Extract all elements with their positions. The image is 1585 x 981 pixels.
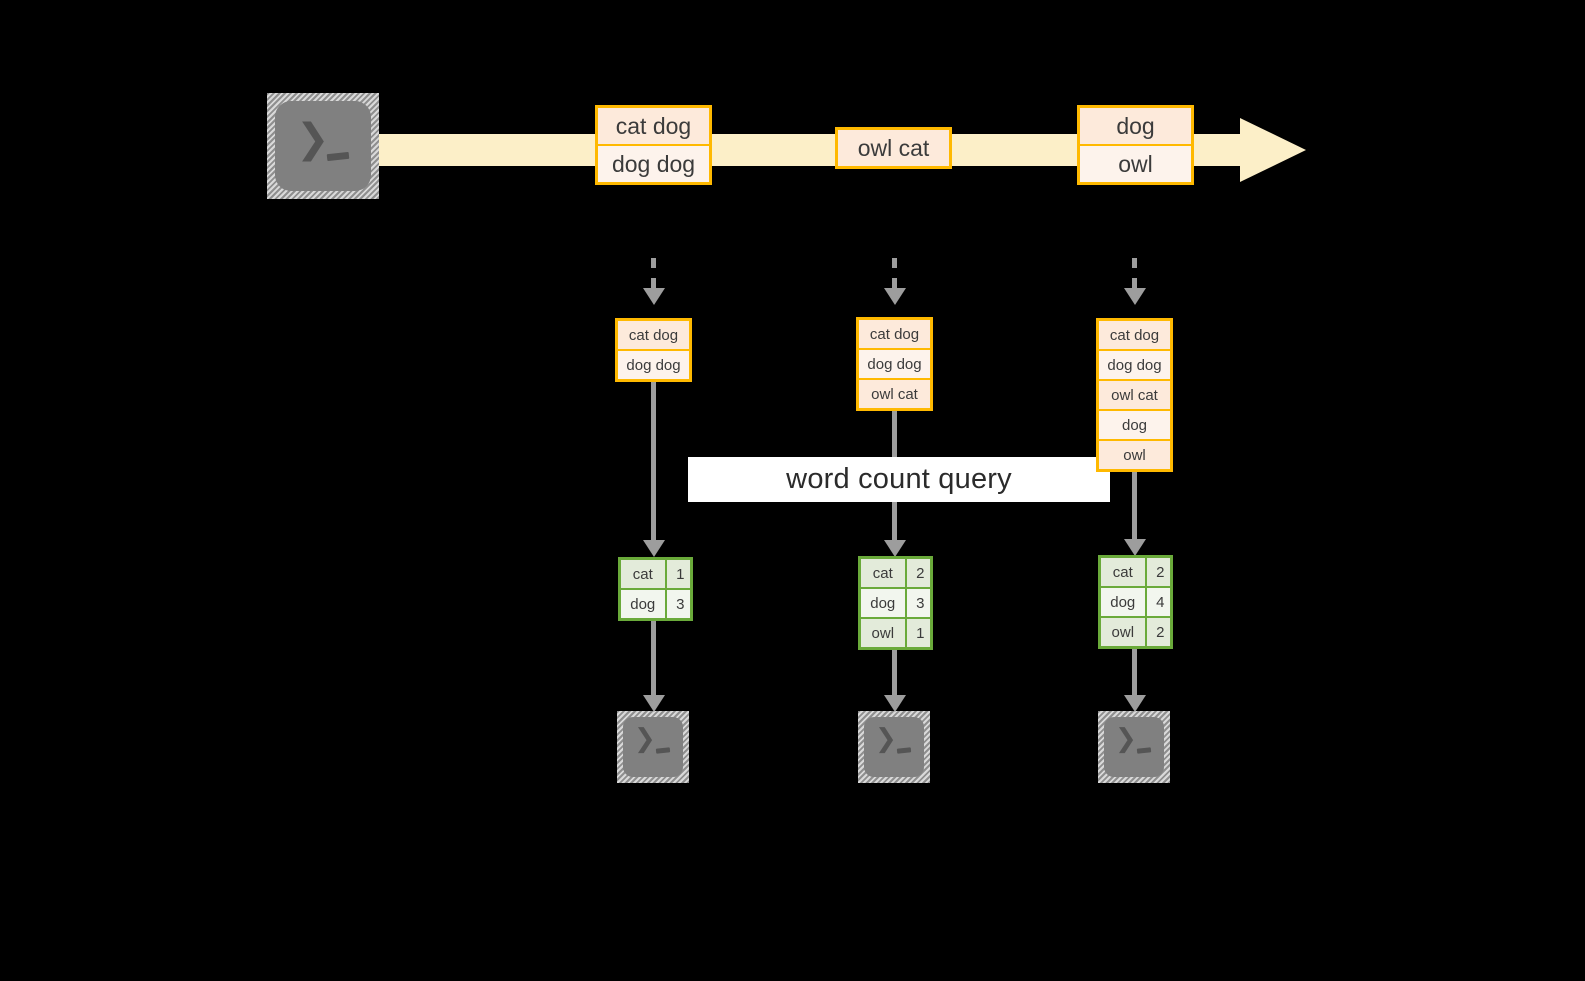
result-word: cat (621, 560, 665, 588)
stream-record-group[interactable]: owl cat (835, 127, 952, 169)
prompt-chevron-icon: ❯ (634, 724, 656, 754)
result-word: dog (861, 589, 905, 617)
record-line: owl cat (838, 130, 949, 166)
result-row: dog 4 (1101, 588, 1170, 616)
connector-line (651, 382, 656, 540)
result-row: owl 2 (1101, 618, 1170, 646)
result-row: cat 1 (621, 560, 690, 588)
snapshot-line: owl (1099, 441, 1170, 469)
result-to-sink-connector (872, 650, 917, 712)
connector-arrow-head (1123, 288, 1146, 305)
snapshot-line: dog dog (859, 350, 930, 378)
terminal-screen: ❯ (275, 101, 371, 191)
connector-line (892, 650, 897, 695)
stream-arrow-head (1240, 118, 1306, 182)
result-row: owl 1 (861, 619, 930, 647)
connector-line (892, 258, 897, 288)
result-count: 3 (666, 590, 690, 618)
result-count: 2 (1146, 558, 1170, 586)
terminal-screen: ❯ (864, 717, 924, 777)
prompt-cursor-icon (326, 151, 350, 162)
snapshot-line: owl cat (1099, 381, 1170, 409)
stream-record-group[interactable]: cat dog dog dog (595, 105, 712, 185)
terminal-screen: ❯ (623, 717, 683, 777)
stream-to-snapshot-connector (1112, 258, 1157, 305)
prompt-cursor-icon (1136, 747, 1152, 754)
snapshot-to-result-connector (1112, 472, 1157, 556)
result-count: 1 (666, 560, 690, 588)
result-row: dog 3 (861, 589, 930, 617)
result-word: cat (1101, 558, 1145, 586)
snapshot-stack[interactable]: cat dog dog dog owl cat dog owl (1096, 318, 1173, 472)
connector-arrow-head (883, 540, 906, 557)
snapshot-line: cat dog (859, 320, 930, 348)
record-line: cat dog (598, 108, 709, 144)
record-line: dog dog (598, 146, 709, 182)
record-line: owl (1080, 146, 1191, 182)
connector-line (651, 620, 656, 695)
snapshot-line: owl cat (859, 380, 930, 408)
query-label-band: word count query (688, 457, 1110, 502)
result-row: cat 2 (861, 559, 930, 587)
connector-line (1132, 649, 1137, 695)
result-count: 2 (1146, 618, 1170, 646)
result-row: dog 3 (621, 590, 690, 618)
snapshot-to-result-connector (631, 382, 676, 557)
result-word: dog (621, 590, 665, 618)
result-count: 3 (906, 589, 930, 617)
snapshot-line: dog dog (1099, 351, 1170, 379)
result-count: 1 (906, 619, 930, 647)
prompt-cursor-icon (896, 747, 912, 754)
prompt-cursor-icon (655, 747, 671, 754)
result-word: owl (861, 619, 905, 647)
result-word: dog (1101, 588, 1145, 616)
result-count: 2 (906, 559, 930, 587)
terminal-screen: ❯ (1104, 717, 1164, 777)
source-terminal-icon[interactable]: ❯ (267, 93, 379, 199)
sink-terminal-icon[interactable]: ❯ (617, 711, 689, 783)
snapshot-line: cat dog (618, 321, 689, 349)
connector-arrow-head (1123, 539, 1146, 556)
connector-arrow-head (883, 695, 906, 712)
prompt-chevron-icon: ❯ (1115, 724, 1137, 754)
snapshot-line: cat dog (1099, 321, 1170, 349)
connector-line (1132, 258, 1137, 288)
result-table[interactable]: cat 1 dog 3 (618, 557, 693, 621)
result-word: cat (861, 559, 905, 587)
stream-to-snapshot-connector (631, 258, 676, 305)
connector-arrow-head (642, 288, 665, 305)
result-table[interactable]: cat 2 dog 3 owl 1 (858, 556, 933, 650)
prompt-chevron-icon: ❯ (296, 116, 330, 162)
connector-line (1132, 472, 1137, 539)
connector-arrow-head (642, 695, 665, 712)
snapshot-line: dog dog (618, 351, 689, 379)
result-to-sink-connector (1112, 649, 1157, 712)
connector-arrow-head (642, 540, 665, 557)
sink-terminal-icon[interactable]: ❯ (1098, 711, 1170, 783)
connector-arrow-head (1123, 695, 1146, 712)
snapshot-line: dog (1099, 411, 1170, 439)
result-word: owl (1101, 618, 1145, 646)
result-count: 4 (1146, 588, 1170, 616)
connector-arrow-head (883, 288, 906, 305)
prompt-chevron-icon: ❯ (875, 724, 897, 754)
snapshot-stack[interactable]: cat dog dog dog owl cat (856, 317, 933, 411)
query-label: word count query (786, 463, 1012, 495)
snapshot-stack[interactable]: cat dog dog dog (615, 318, 692, 382)
connector-line (651, 258, 656, 288)
result-to-sink-connector (631, 620, 676, 712)
record-line: dog (1080, 108, 1191, 144)
sink-terminal-icon[interactable]: ❯ (858, 711, 930, 783)
result-row: cat 2 (1101, 558, 1170, 586)
stream-record-group[interactable]: dog owl (1077, 105, 1194, 185)
stream-to-snapshot-connector (872, 258, 917, 305)
result-table[interactable]: cat 2 dog 4 owl 2 (1098, 555, 1173, 649)
